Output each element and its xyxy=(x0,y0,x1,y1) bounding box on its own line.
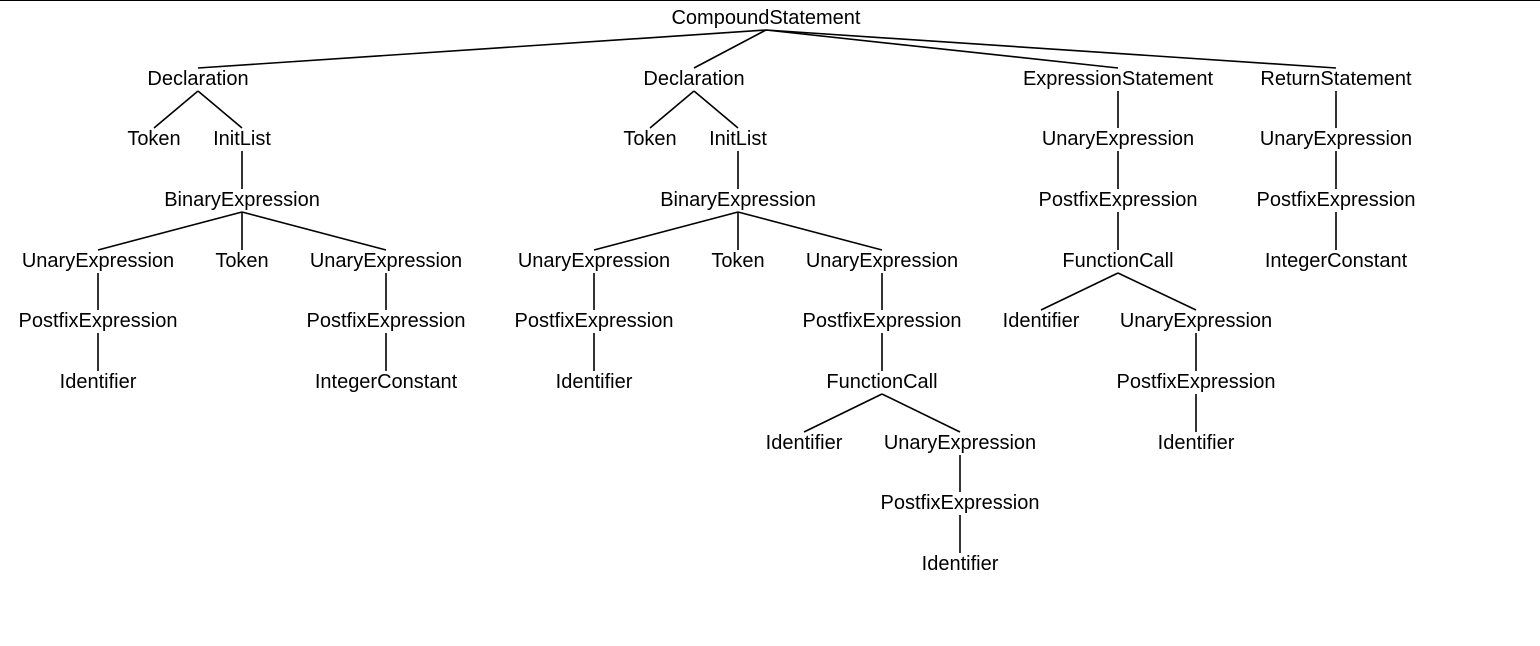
node-token: Token xyxy=(215,250,268,272)
tree-edge xyxy=(881,393,961,433)
node-postfix-expression: PostfixExpression xyxy=(515,310,674,332)
node-integer-constant: IntegerConstant xyxy=(1265,250,1408,272)
node-postfix-expression: PostfixExpression xyxy=(307,310,466,332)
tree-edge xyxy=(97,211,243,251)
tree-edge xyxy=(197,90,243,129)
tree-edge xyxy=(693,90,739,129)
tree-edge xyxy=(593,211,739,251)
node-binary-expression: BinaryExpression xyxy=(164,189,320,211)
tree-edge xyxy=(765,29,1119,69)
node-identifier: Identifier xyxy=(1158,432,1235,454)
node-compound-statement: CompoundStatement xyxy=(671,7,860,29)
node-unary-expression: UnaryExpression xyxy=(22,250,174,272)
node-unary-expression: UnaryExpression xyxy=(1120,310,1272,332)
node-postfix-expression: PostfixExpression xyxy=(1117,371,1276,393)
node-unary-expression: UnaryExpression xyxy=(310,250,462,272)
node-init-list: InitList xyxy=(213,128,271,150)
tree-edge xyxy=(649,90,695,129)
node-unary-expression: UnaryExpression xyxy=(1042,128,1194,150)
node-unary-expression: UnaryExpression xyxy=(518,250,670,272)
node-unary-expression: UnaryExpression xyxy=(806,250,958,272)
node-postfix-expression: PostfixExpression xyxy=(19,310,178,332)
node-function-call: FunctionCall xyxy=(1062,250,1173,272)
node-identifier: Identifier xyxy=(556,371,633,393)
tree-edge xyxy=(765,29,1337,69)
node-return-statement: ReturnStatement xyxy=(1260,68,1412,90)
node-postfix-expression: PostfixExpression xyxy=(1257,189,1416,211)
node-postfix-expression: PostfixExpression xyxy=(881,492,1040,514)
node-token: Token xyxy=(127,128,180,150)
top-border xyxy=(0,0,1540,1)
tree-edge xyxy=(737,211,883,251)
node-identifier: Identifier xyxy=(1003,310,1080,332)
node-binary-expression: BinaryExpression xyxy=(660,189,816,211)
node-identifier: Identifier xyxy=(766,432,843,454)
node-integer-constant: IntegerConstant xyxy=(315,371,458,393)
tree-edge xyxy=(197,29,767,69)
node-declaration: Declaration xyxy=(147,68,248,90)
node-postfix-expression: PostfixExpression xyxy=(1039,189,1198,211)
node-identifier: Identifier xyxy=(922,553,999,575)
tree-edge xyxy=(693,29,767,69)
node-expression-statement: ExpressionStatement xyxy=(1023,68,1214,90)
node-identifier: Identifier xyxy=(60,371,137,393)
node-init-list: InitList xyxy=(709,128,767,150)
tree-edge xyxy=(1040,272,1119,311)
tree-edge xyxy=(803,393,883,433)
node-token: Token xyxy=(711,250,764,272)
node-function-call: FunctionCall xyxy=(826,371,937,393)
tree-edge xyxy=(153,90,199,129)
node-postfix-expression: PostfixExpression xyxy=(803,310,962,332)
tree-edge xyxy=(241,211,387,251)
tree-edge xyxy=(1117,272,1197,311)
node-token: Token xyxy=(623,128,676,150)
node-declaration: Declaration xyxy=(643,68,744,90)
node-unary-expression: UnaryExpression xyxy=(884,432,1036,454)
node-unary-expression: UnaryExpression xyxy=(1260,128,1412,150)
